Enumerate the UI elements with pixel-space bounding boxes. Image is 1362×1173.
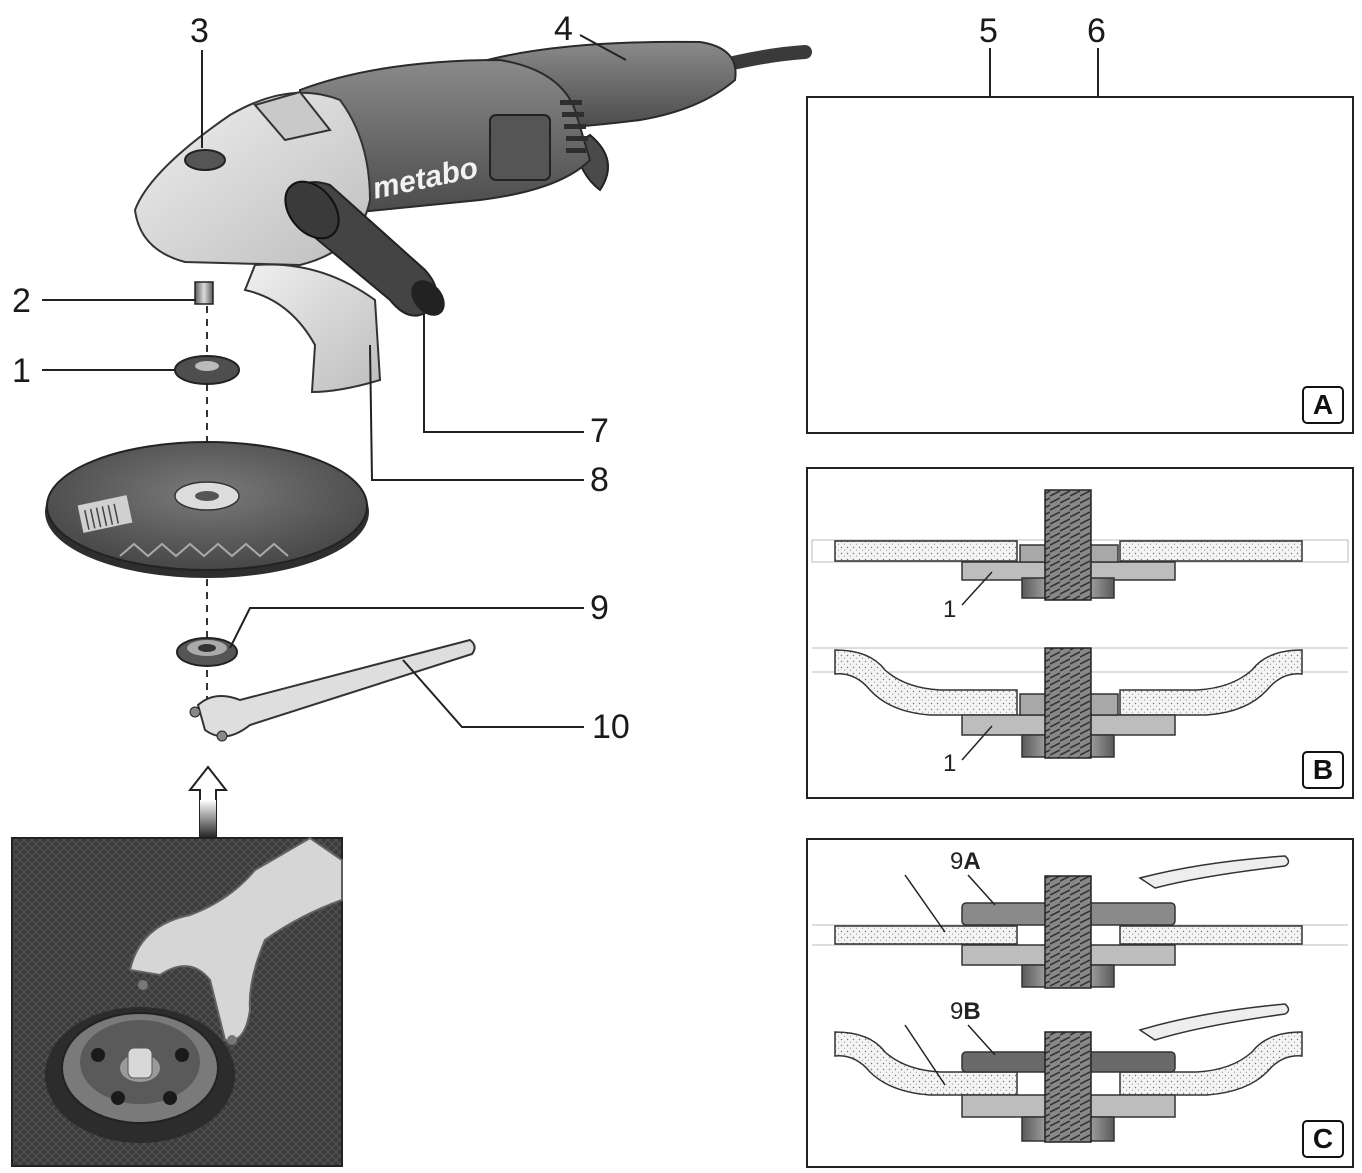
panel-b-flange-label-top: 1	[943, 596, 957, 623]
callout-10: 10	[592, 708, 630, 746]
up-arrow-icon	[187, 765, 229, 839]
callout-7: 7	[590, 412, 609, 450]
callout-6: 6	[1087, 12, 1106, 50]
panel-c-nut-label-bottom: 9B	[950, 998, 981, 1025]
panel-b-badge: B	[1302, 751, 1344, 789]
panel-b: B	[806, 467, 1354, 799]
clamping-nut-part	[176, 637, 238, 667]
callout-8: 8	[590, 461, 609, 499]
panel-c-illustration	[812, 855, 1348, 1143]
panel-c-badge: C	[1302, 1120, 1344, 1158]
panel-a: A	[806, 96, 1354, 434]
angle-grinder	[133, 40, 812, 394]
panel-c-nut-label-top: 9A	[950, 848, 981, 875]
panel-c: C	[806, 838, 1354, 1168]
panel-a-badge: A	[1302, 386, 1344, 424]
callout-9: 9	[590, 589, 609, 627]
leader-lines	[42, 34, 627, 728]
panel-b-illustration	[811, 489, 1349, 761]
callout-3: 3	[190, 12, 209, 50]
callout-2: 2	[12, 282, 31, 320]
grinding-wheel-part	[45, 441, 369, 578]
spanner-inset-photo	[11, 836, 343, 1167]
support-flange-part	[174, 355, 240, 385]
callout-1: 1	[12, 352, 31, 390]
panel-b-flange-label-bottom: 1	[943, 750, 957, 777]
callout-5: 5	[979, 12, 998, 50]
callout-4: 4	[554, 10, 573, 48]
